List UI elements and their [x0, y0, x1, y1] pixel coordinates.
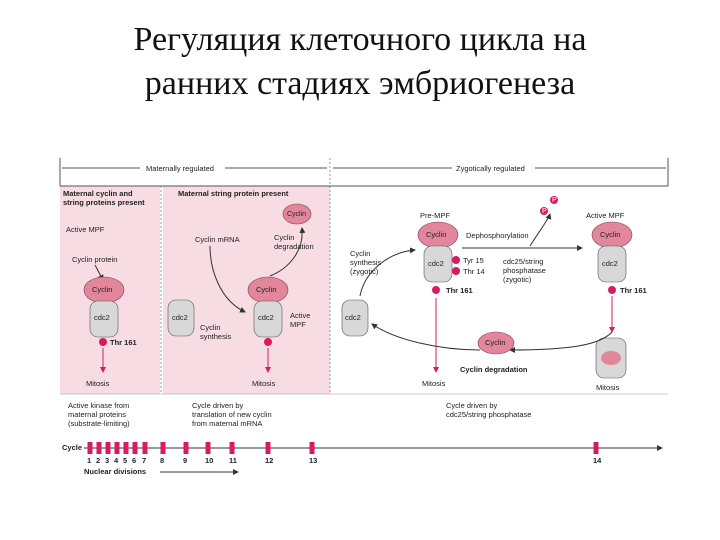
cycle-tick-label-10: 10	[205, 456, 213, 465]
cyclin-shape-small	[282, 203, 312, 225]
cyclin-protein-label: Cyclin protein	[72, 255, 117, 264]
mitosis-label-3: Mitosis	[422, 379, 446, 388]
cycle-tick-label-2: 2	[96, 456, 100, 465]
active-mpf-label-1: Active MPF	[66, 225, 105, 234]
cycle-tick-6	[132, 442, 138, 454]
phospho-marker-2	[264, 338, 272, 346]
cycle-label: Cycle	[62, 443, 82, 452]
pre-mpf-label: Pre-MPF	[420, 211, 450, 220]
released-phosphate-1-label: P	[552, 197, 557, 204]
cdc2-text-3: cdc2	[428, 259, 444, 268]
cycle-tick-5	[123, 442, 129, 454]
cyclin-shape-5	[477, 331, 515, 355]
nuclear-divisions-label: Nuclear divisions	[84, 467, 146, 476]
released-phosphate-1	[550, 196, 558, 204]
cycle-tick-label-13: 13	[309, 456, 317, 465]
cycle-tick-label-8: 8	[160, 456, 164, 465]
cdc2-shape-free-1	[167, 299, 195, 337]
cycle-tick-2	[96, 442, 102, 454]
title-line-1: Регуляция клеточного цикла на	[133, 21, 587, 58]
cycle-tick-label-3: 3	[105, 456, 109, 465]
cyclin-mrna-label: Cyclin mRNA	[195, 235, 240, 244]
cdc2-shape-1	[89, 300, 119, 338]
chromosome-icon	[601, 351, 621, 365]
header-zygotic: Zygotically regulated	[456, 164, 525, 173]
cycle-tick-7	[142, 442, 148, 454]
cdc2-text-4: cdc2	[602, 259, 618, 268]
released-phosphate-2-label: P	[542, 208, 547, 215]
cycle-tick-label-9: 9	[183, 456, 187, 465]
title-line-2: ранних стадиях эмбриогенеза	[144, 65, 576, 102]
thr161-label-4: Thr 161	[620, 286, 647, 295]
thr14-label: Thr 14	[463, 267, 485, 276]
cycle-tick-label-12: 12	[265, 456, 273, 465]
tyr15-label: Tyr 15	[463, 256, 484, 265]
cyclin-text-4: Cyclin	[600, 230, 620, 239]
dephosphorylation-label: Dephosphorylation	[466, 231, 529, 240]
phospho-marker-3	[432, 286, 440, 294]
thr161-label-1: Thr 161	[110, 338, 137, 347]
cycle-tick-9	[183, 442, 189, 454]
cdc2-shape-4	[597, 245, 627, 283]
section2-heading: Maternal string protein present	[178, 189, 289, 198]
cycle-tick-label-11: 11	[229, 456, 237, 465]
cycle-tick-label-14: 14	[593, 456, 602, 465]
thr161-label-3: Thr 161	[446, 286, 473, 295]
cycle-tick-12	[265, 442, 271, 454]
cdc2-shape-3	[423, 245, 453, 283]
cdc2-text-free-2: cdc2	[345, 313, 361, 322]
cycle-tick-label-5: 5	[123, 456, 127, 465]
mitosis-label-2: Mitosis	[252, 379, 276, 388]
mitosis-label-4: Mitosis	[596, 383, 620, 392]
cycle-tick-4	[114, 442, 120, 454]
cyclin-text-1: Cyclin	[92, 285, 112, 294]
cycle-tick-label-4: 4	[114, 456, 119, 465]
active-mpf-label-3: Active MPF	[586, 211, 625, 220]
cycle-tick-3	[105, 442, 111, 454]
phospho-marker-thr14	[452, 267, 460, 275]
phospho-marker-1	[99, 338, 107, 346]
cyclin-text-2: Cyclin	[256, 285, 276, 294]
cyclin-text-small: Cyclin	[287, 211, 306, 218]
phospho-marker-4	[608, 286, 616, 294]
cycle-tick-8	[160, 442, 166, 454]
cdc2-text-2: cdc2	[258, 313, 274, 322]
cycle-tick-label-7: 7	[142, 456, 146, 465]
mitosis-label-1: Mitosis	[86, 379, 110, 388]
header-maternal: Maternally regulated	[146, 164, 214, 173]
cycle-tick-14	[593, 442, 599, 454]
cdc2-shape-free-2	[341, 299, 369, 337]
cdc2-text-free-1: cdc2	[172, 313, 188, 322]
slide-title: Регуляция клеточного цикла на ранних ста…	[0, 18, 720, 106]
cdc2-text-1: cdc2	[94, 313, 110, 322]
cyclin-text-3: Cyclin	[426, 230, 446, 239]
released-phosphate-2	[540, 207, 548, 215]
cycle-tick-10	[205, 442, 211, 454]
cycle-tick-1	[87, 442, 93, 454]
cycle-tick-11	[229, 442, 235, 454]
cyclin-text-5: Cyclin	[485, 338, 505, 347]
cyclin-degradation-label: Cyclin degradation	[460, 365, 528, 374]
cycle-tick-13	[309, 442, 315, 454]
cycle-tick-label-1: 1	[87, 456, 91, 465]
cycle-tick-label-6: 6	[132, 456, 136, 465]
cdc2-shape-2	[253, 300, 283, 338]
phospho-marker-tyr15	[452, 256, 460, 264]
